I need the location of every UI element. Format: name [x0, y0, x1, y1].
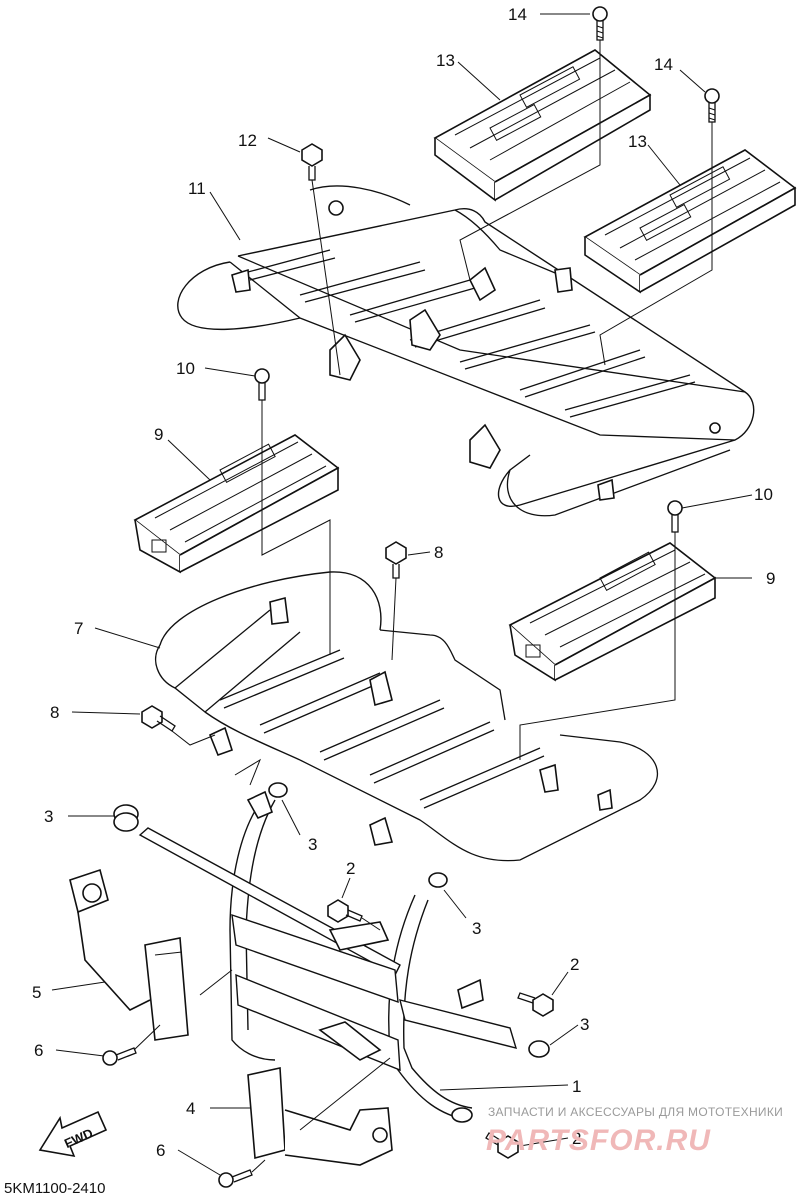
watermark-tagline: ЗАПЧАСТИ И АКСЕССУАРЫ ДЛЯ МОТОТЕХНИКИ	[488, 1105, 783, 1119]
callout-13-top: 13	[436, 51, 455, 70]
fwd-arrow-icon: FWD	[38, 1110, 108, 1158]
callout-3-left: 3	[44, 807, 53, 826]
callout-4: 4	[186, 1099, 195, 1118]
callout-2-bottom: 2	[572, 1129, 581, 1148]
callout-3-lower: 3	[580, 1015, 589, 1034]
rack-stay-frame	[138, 790, 518, 1123]
front-carrier-rack	[155, 571, 658, 862]
callout-3-right: 3	[472, 919, 481, 938]
front-rack-pad-left	[133, 434, 340, 574]
watermark-brand: PARTSFOR.RU	[486, 1124, 711, 1157]
screw-14-top	[592, 6, 608, 41]
callout-8-left: 8	[50, 703, 59, 722]
screw-6-lower	[218, 1169, 253, 1188]
callout-14-right: 14	[654, 55, 673, 74]
callout-1: 1	[572, 1077, 581, 1096]
bolt-8-left	[141, 705, 176, 732]
callout-5: 5	[32, 983, 41, 1002]
screw-10-left	[254, 368, 270, 401]
callout-2-right: 2	[570, 955, 579, 974]
screw-10-right	[667, 500, 683, 533]
diagram-part-code: 5KM1100-2410	[4, 1180, 105, 1197]
callout-14-top: 14	[508, 5, 527, 24]
callout-numbers: 14 13 14 13 12 11 10 9 10 8 9 7 8 3 3 2 …	[32, 5, 775, 1160]
bracket-4	[247, 1067, 393, 1166]
callout-6-lower: 6	[156, 1141, 165, 1160]
bolt-8-upper	[385, 541, 407, 579]
watermark: ЗАПЧАСТИ И АКСЕССУАРЫ ДЛЯ МОТОТЕХНИКИ PA…	[486, 1105, 783, 1157]
callout-9-right: 9	[766, 569, 775, 588]
bolt-12	[301, 143, 323, 181]
assembly-lines	[133, 40, 713, 1173]
front-rack-pad-right	[508, 542, 717, 682]
bracket-5	[69, 868, 189, 1041]
callout-6-upper: 6	[34, 1041, 43, 1060]
callout-12: 12	[238, 131, 257, 150]
callout-10-right: 10	[754, 485, 773, 504]
end-caps	[113, 782, 550, 1058]
callout-13-right: 13	[628, 132, 647, 151]
callout-3-middle: 3	[308, 835, 317, 854]
rear-carrier-rack	[177, 185, 755, 517]
screw-6-upper	[102, 1047, 137, 1066]
bolt-2-bottom	[485, 1132, 519, 1159]
callout-leaders	[51, 13, 753, 1176]
callout-2-middle: 2	[346, 859, 355, 878]
callout-9-left: 9	[154, 425, 163, 444]
callout-10-left: 10	[176, 359, 195, 378]
callout-8-upper: 8	[434, 543, 443, 562]
callout-7: 7	[74, 619, 83, 638]
rear-rack-pad-left	[433, 49, 652, 202]
rear-rack-pad-right	[583, 149, 797, 294]
bolt-2-middle	[327, 899, 363, 923]
callout-11: 11	[188, 179, 206, 198]
screw-14-right	[704, 88, 720, 123]
bolt-2-right	[517, 992, 554, 1017]
